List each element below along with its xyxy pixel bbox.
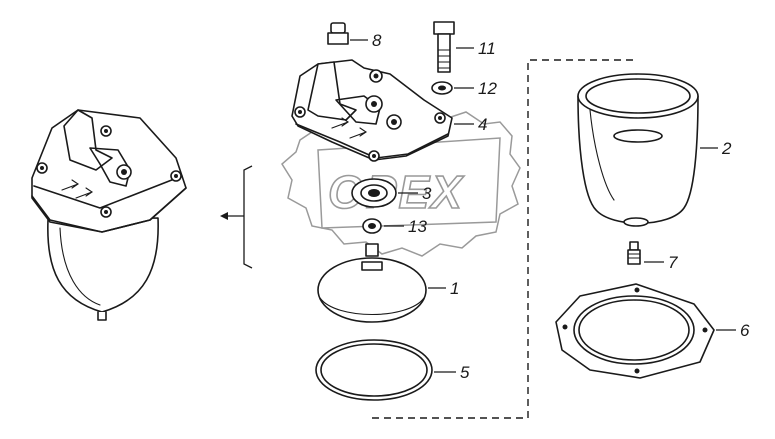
- svg-text:4: 4: [478, 115, 487, 134]
- callout-6: 6: [716, 321, 750, 340]
- svg-text:2: 2: [721, 139, 732, 158]
- svg-text:12: 12: [478, 79, 497, 98]
- svg-text:11: 11: [478, 39, 496, 58]
- callout-11: 11: [456, 39, 496, 58]
- callout-2: 2: [700, 139, 732, 158]
- callout-1: 1: [428, 279, 459, 298]
- svg-text:13: 13: [408, 217, 427, 236]
- part-nut: [362, 218, 382, 234]
- callout-12: 12: [454, 79, 497, 98]
- group-bracket: [220, 165, 253, 269]
- part-seal-ring: [351, 178, 397, 208]
- part-washer: [431, 81, 453, 95]
- part-flange-ring: [555, 283, 715, 379]
- part-gasket-ring: [315, 339, 433, 401]
- callout-3: 3: [398, 184, 432, 203]
- callout-5: 5: [434, 363, 470, 382]
- callout-13: 13: [384, 217, 427, 236]
- svg-text:6: 6: [740, 321, 750, 340]
- assembly-guide-line: [372, 59, 636, 419]
- assembled-filter: [31, 109, 187, 321]
- part-filter-head: [291, 59, 453, 162]
- svg-text:1: 1: [450, 279, 459, 298]
- callout-7: 7: [644, 253, 678, 272]
- callout-4: 4: [454, 115, 487, 134]
- callout-8: 8: [350, 31, 382, 50]
- part-plug: [327, 22, 349, 45]
- part-bolt: [433, 21, 455, 73]
- part-drain-plug: [627, 241, 641, 265]
- svg-text:7: 7: [668, 253, 678, 272]
- svg-text:3: 3: [422, 184, 432, 203]
- svg-text:5: 5: [460, 363, 470, 382]
- part-filter-element: [317, 243, 427, 323]
- part-filter-bowl: [577, 73, 699, 227]
- svg-text:8: 8: [372, 31, 382, 50]
